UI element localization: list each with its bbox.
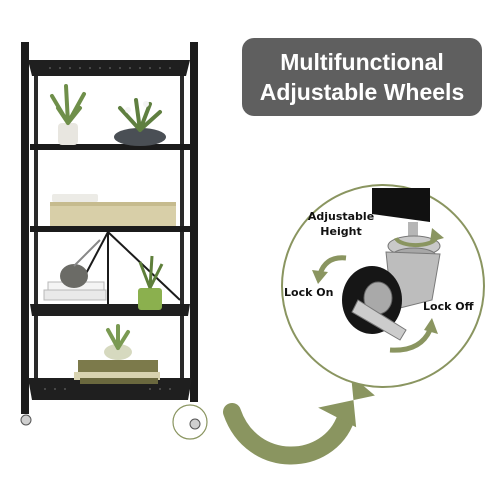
plant-2 xyxy=(114,98,166,146)
label-lock-on: Lock On xyxy=(284,286,334,299)
caster-small-left xyxy=(20,414,32,426)
label-adjustable-height: Adjustable Height xyxy=(301,209,381,239)
shelf-post-left-front xyxy=(21,42,29,414)
label-lock-off: Lock Off xyxy=(423,300,474,313)
books-succulent xyxy=(74,324,160,384)
label-adjustable-line-1: Adjustable xyxy=(307,210,375,223)
basket xyxy=(50,194,176,226)
wheel-highlight-circle xyxy=(172,404,208,440)
caster-stem xyxy=(408,222,418,238)
vase-books xyxy=(43,239,107,301)
headline-line-2: Adjustable Wheels xyxy=(259,79,465,105)
plant-1 xyxy=(50,84,86,145)
fold-brace-right xyxy=(107,231,181,301)
label-adjustable-line-2: Height xyxy=(320,225,362,238)
caster-small-right xyxy=(189,418,201,430)
plant-3 xyxy=(138,255,164,310)
shelf-3 xyxy=(30,226,190,232)
shelf-2 xyxy=(30,144,190,150)
headline-line-1: Multifunctional xyxy=(280,49,444,75)
shelf-bottom-perforation xyxy=(44,388,171,390)
shelf-top-perforation xyxy=(49,67,171,69)
caster-brake xyxy=(351,299,407,341)
lock-off-arrow xyxy=(389,328,433,353)
shelf-unit-image xyxy=(20,42,208,440)
caster-bracket xyxy=(372,188,430,222)
shelf-post-right-front xyxy=(190,42,198,402)
headline-banner: Multifunctional Adjustable Wheels xyxy=(242,38,482,116)
